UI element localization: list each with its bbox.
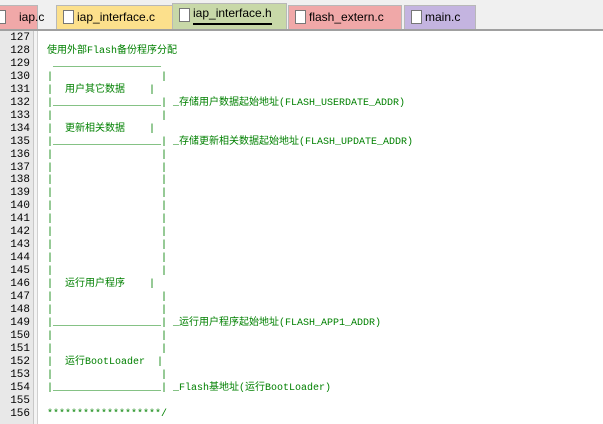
code-line: | | [47, 330, 168, 342]
line-number: 134 [10, 122, 30, 135]
code-line: | 更新相关数据 | [47, 123, 156, 135]
tab-label: iap_interface.h [193, 4, 272, 25]
line-number: 136 [10, 148, 30, 161]
line-number: 156 [10, 407, 30, 420]
code-line: | | [47, 162, 168, 174]
code-line: |__________________| _存储用户数据起始地址(FLASH_U… [47, 97, 406, 109]
line-number: 146 [10, 278, 30, 291]
line-number: 137 [10, 161, 30, 174]
line-number: 140 [10, 200, 30, 213]
tab-flash-extern-c[interactable]: flash_extern.c [288, 5, 402, 29]
code-line: | | [47, 227, 168, 239]
code-line: | | [47, 149, 168, 161]
file-icon [0, 10, 6, 24]
line-number: 133 [10, 109, 30, 122]
code-line: | | [47, 369, 168, 381]
code-line: | | [47, 266, 168, 278]
line-number: 143 [10, 239, 30, 252]
file-icon [411, 10, 422, 24]
code-line: | | [47, 292, 168, 303]
file-tab-bar: iap.c iap_interface.c iap_interface.h flash… [0, 0, 603, 31]
line-number: 155 [10, 394, 30, 407]
file-icon [179, 8, 190, 22]
line-number: 128 [10, 44, 30, 57]
file-icon [63, 10, 74, 24]
tab-label: iap.c [19, 10, 45, 24]
code-line: 使用外部Flash备份程序分配 [47, 45, 178, 57]
line-number: 147 [10, 291, 30, 303]
tab-iap-interface-c[interactable]: iap_interface.c [56, 5, 174, 29]
code-line: |__________________| _存储更新相关数据起始地址(FLASH… [47, 136, 414, 148]
line-number: 129 [10, 57, 30, 70]
line-number: 154 [10, 381, 30, 394]
line-number: 142 [10, 226, 30, 239]
line-number: 152 [10, 355, 30, 368]
line-number: 131 [10, 83, 30, 96]
line-number: 144 [10, 252, 30, 265]
code-line: | 运行BootLoader | [47, 356, 164, 368]
line-number: 150 [10, 329, 30, 342]
line-number: 148 [10, 303, 30, 316]
line-number: 149 [10, 316, 30, 329]
tab-label: iap_interface.c [77, 10, 156, 24]
line-number: 145 [10, 265, 30, 278]
line-number: 130 [10, 70, 30, 83]
code-line: | | [47, 240, 168, 252]
code-line: __________________ [47, 58, 162, 70]
tab-iap-c[interactable]: iap.c [0, 5, 44, 29]
code-line: | 用户其它数据 | [47, 84, 156, 96]
line-number: 138 [10, 174, 30, 187]
code-line: | | [47, 253, 168, 265]
line-number: 135 [10, 135, 30, 148]
code-line: *******************/ [47, 408, 168, 420]
line-number: 127 [10, 32, 30, 44]
code-line: | | [47, 304, 168, 316]
tab-iap-interface-h[interactable]: iap_interface.h [172, 3, 287, 29]
tab-main-c[interactable]: main.c [404, 5, 476, 29]
line-number: 151 [10, 342, 30, 355]
code-line: |__________________| _运行用户程序起始地址(FLASH_A… [47, 317, 382, 329]
tab-label: main.c [425, 10, 461, 24]
line-number: 132 [10, 96, 30, 109]
code-line: | | [47, 110, 168, 122]
tab-label: flash_extern.c [309, 10, 384, 24]
code-line: | 运行用户程序 | [47, 279, 156, 291]
code-line: | | [47, 71, 168, 83]
code-line: |__________________| _Flash基地址(运行BootLoa… [47, 382, 332, 394]
code-line: | | [47, 343, 168, 355]
fold-margin [34, 31, 38, 424]
line-number: 153 [10, 368, 30, 381]
code-line: | | [47, 188, 168, 200]
line-number: 141 [10, 213, 30, 226]
code-line: | | [47, 214, 168, 226]
line-number: 139 [10, 187, 30, 200]
file-icon [295, 10, 306, 24]
code-line: | | [47, 201, 168, 213]
code-line: | | [47, 175, 168, 187]
